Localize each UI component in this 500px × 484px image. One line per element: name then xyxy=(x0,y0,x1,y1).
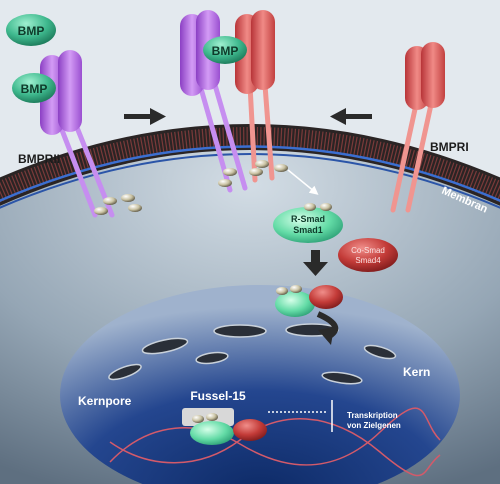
label-transkription: Transkription xyxy=(347,411,398,420)
nucleus xyxy=(60,285,460,484)
fussel-15-complex xyxy=(182,408,267,445)
label-bmpri: BMPRI xyxy=(430,140,469,154)
nuclear-pores xyxy=(108,323,397,385)
dna-strands xyxy=(109,407,441,477)
bmp-ligand-free: BMP xyxy=(6,14,56,46)
smad-complex xyxy=(275,285,343,317)
svg-text:BMP: BMP xyxy=(21,82,48,96)
arrow-right xyxy=(124,108,166,125)
svg-text:R-Smad: R-Smad xyxy=(291,214,325,224)
arrow-down xyxy=(303,250,328,276)
arrow-left xyxy=(330,108,372,125)
svg-text:BMP: BMP xyxy=(18,24,45,38)
label-kernpore: Kernpore xyxy=(78,394,132,408)
label-bmprii: BMPRII xyxy=(18,152,60,166)
label-kern: Kern xyxy=(403,365,430,379)
r-smad: R-Smad Smad1 xyxy=(273,203,343,243)
svg-text:Co-Smad: Co-Smad xyxy=(351,246,385,255)
co-smad: Co-Smad Smad4 xyxy=(338,238,398,272)
receptor-complex-center xyxy=(180,10,288,193)
cell-membrane xyxy=(0,124,500,209)
label-fussel-15: Fussel-15 xyxy=(190,389,246,403)
svg-text:Smad1: Smad1 xyxy=(293,225,323,235)
bmp-ligand-center: BMP xyxy=(203,36,247,64)
receptor-bmpri-right xyxy=(390,42,445,213)
label-zielgenen: von Zielgenen xyxy=(347,421,401,430)
bmp-ligand-left: BMP xyxy=(12,73,56,103)
phosphorylation-arrow xyxy=(287,169,319,195)
nuclear-import-arrow xyxy=(316,311,339,345)
svg-text:BMP: BMP xyxy=(212,44,239,58)
svg-text:Smad4: Smad4 xyxy=(355,256,381,265)
